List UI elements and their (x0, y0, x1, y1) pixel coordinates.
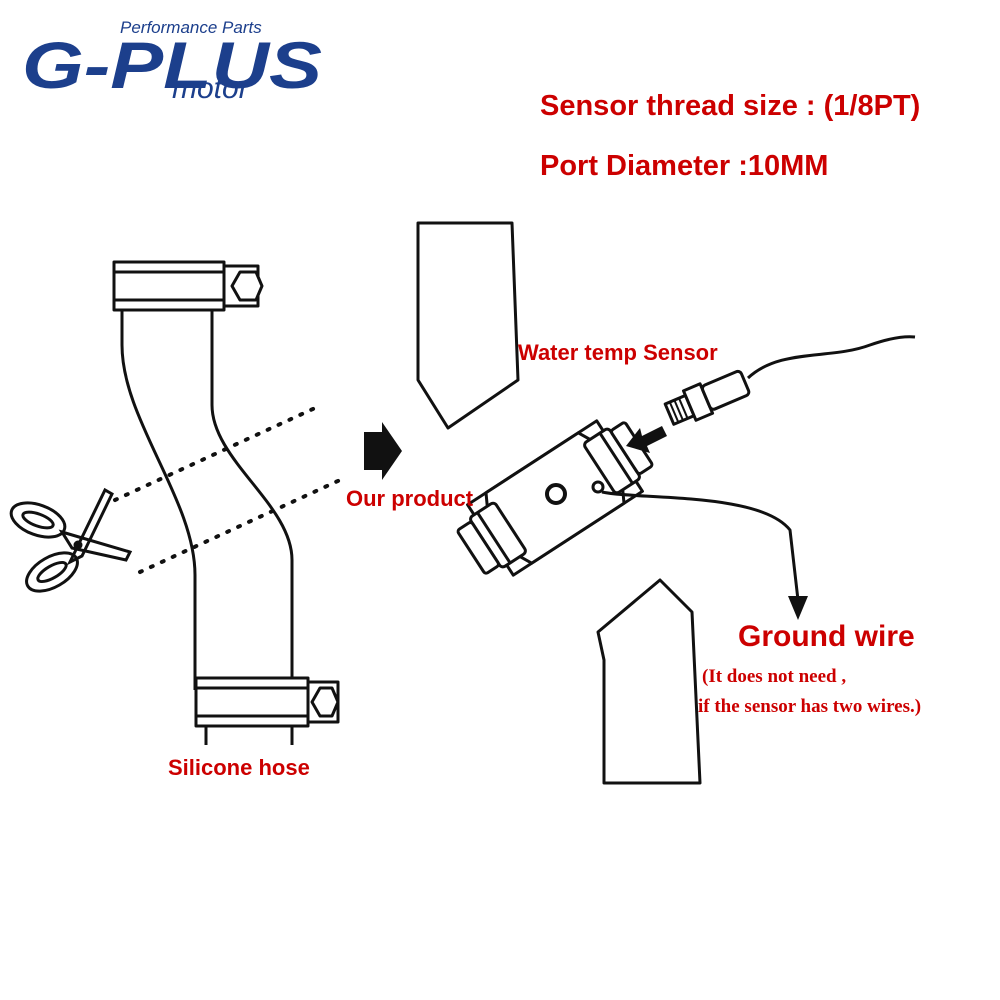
ground-wire-note-line1: (It does not need , (702, 666, 847, 687)
ground-wire-note-line2: if the sensor has two wires.) (698, 696, 922, 717)
ground-wire-label: Ground wire (738, 620, 915, 653)
port-diameter-label: Port Diameter :10MM (540, 150, 829, 182)
water-temp-sensor (663, 335, 916, 426)
scissors-icon (9, 487, 133, 593)
silicone-hose-label: Silicone hose (168, 755, 310, 780)
arrow-right-icon (364, 422, 402, 480)
assembly-drawing (416, 221, 800, 785)
cut-lines (113, 406, 342, 574)
cut-line-upper (113, 406, 317, 502)
water-temp-sensor-label: Water temp Sensor (518, 340, 718, 365)
our-product-label: Our product (346, 486, 474, 511)
top-clamp-screw-head (230, 270, 264, 302)
arrow-left-icon (626, 426, 667, 453)
logo-tagline: Performance Parts (120, 18, 262, 37)
bottom-clamp (194, 676, 310, 728)
upper-hose (416, 221, 520, 430)
silicone-hose-drawing (112, 260, 340, 745)
arrow-down-icon (788, 596, 808, 620)
logo-sub: motor (172, 72, 250, 105)
ground-port (591, 480, 605, 494)
sensor-port (545, 483, 567, 505)
sensor-thread-size-label: Sensor thread size : (1/8PT) (540, 90, 921, 122)
logo-brand: G-PLUS (22, 28, 322, 102)
sensor-wire (746, 335, 916, 380)
brand-logo: Performance Parts G-PLUS motor (22, 18, 322, 105)
ground-wire (601, 490, 800, 601)
hose-left-edge (120, 302, 197, 690)
bottom-clamp-screw-head (310, 686, 340, 718)
hose-right-edge (210, 302, 294, 690)
lower-hose (596, 578, 702, 785)
cut-line-lower (138, 478, 342, 574)
top-clamp (112, 260, 226, 312)
